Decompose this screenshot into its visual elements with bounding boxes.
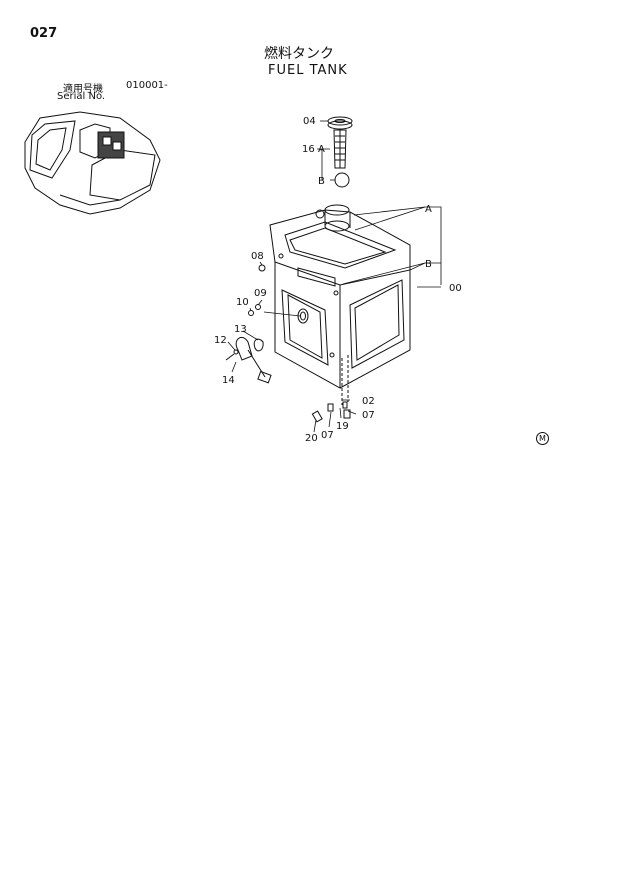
serial-label-english: Serial No. — [57, 91, 106, 102]
callout-B-strainer: B — [318, 176, 325, 187]
strainer-part — [333, 129, 350, 188]
callout-10: 10 — [236, 297, 249, 308]
fuel-sender-part — [235, 308, 309, 384]
fuel-tank-body — [269, 204, 411, 405]
leader-lines — [227, 120, 442, 433]
callout-13: 13 — [234, 324, 247, 335]
title-japanese: 燃料タンク — [264, 46, 334, 62]
callout-12: 12 — [214, 335, 227, 346]
callout-09: 09 — [254, 288, 267, 299]
callout-07-bottom: 07 — [321, 430, 334, 441]
callout-B-tank: B — [425, 259, 432, 270]
title-english: FUEL TANK — [268, 63, 348, 78]
model-mark-icon: M — [536, 432, 549, 445]
callout-19: 19 — [336, 421, 349, 432]
callout-16: 16 — [302, 144, 315, 155]
callout-A-strainer: A — [318, 144, 325, 155]
serial-label-japanese: 適用号機 — [63, 84, 103, 95]
serial-value: 010001- — [126, 80, 168, 91]
page-number: 027 — [30, 26, 58, 41]
small-parts — [225, 264, 351, 423]
callout-14: 14 — [222, 375, 235, 386]
fuel-cap-part — [327, 116, 353, 130]
callout-08: 08 — [251, 251, 264, 262]
callout-07-right: 07 — [362, 410, 375, 421]
excavator-thumbnail-icon — [24, 111, 161, 215]
callout-00: 00 — [449, 283, 462, 294]
callout-A-tank: A — [425, 204, 432, 215]
callout-04: 04 — [303, 116, 316, 127]
callout-20: 20 — [305, 433, 318, 444]
callout-02: 02 — [362, 396, 375, 407]
